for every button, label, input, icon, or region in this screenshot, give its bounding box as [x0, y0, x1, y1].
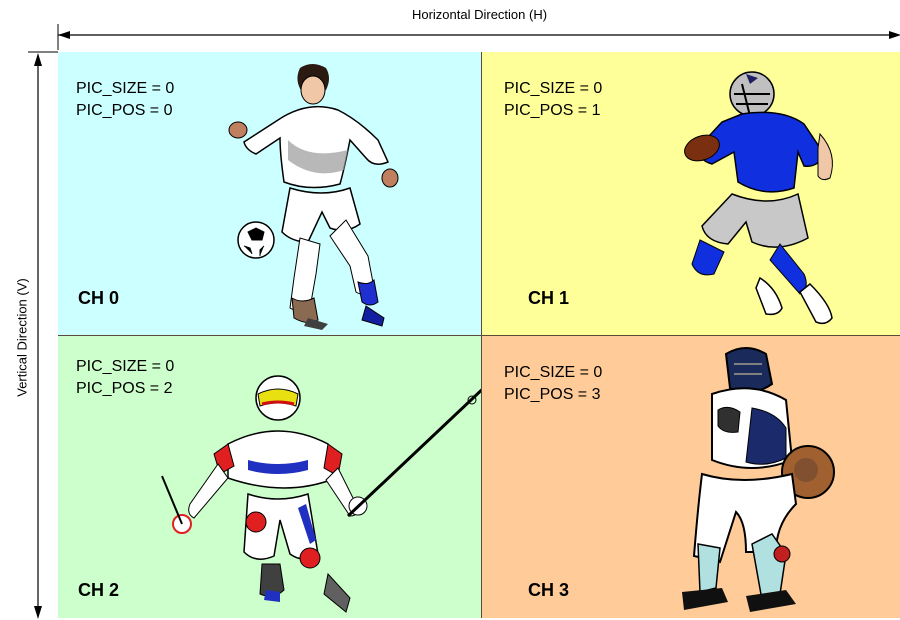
- pic-size-label: PIC_SIZE = 0: [504, 80, 603, 97]
- vertical-arrow-head-top: [34, 53, 42, 66]
- channel-panel-0: PIC_SIZE = 0 PIC_POS = 0 CH 0: [58, 52, 481, 335]
- channel-label: CH 2: [78, 580, 120, 600]
- vertical-arrow-head-bottom: [34, 606, 42, 619]
- horizontal-direction-label: Horizontal Direction (H): [411, 7, 548, 22]
- channel-label: CH 3: [528, 580, 570, 600]
- channel-panel-2: PIC_SIZE = 0 PIC_POS = 2 CH 2: [58, 336, 481, 618]
- channel-label: CH 1: [528, 288, 570, 308]
- panel-params-1: PIC_SIZE = 0 PIC_POS = 1: [504, 78, 602, 122]
- channel-panel-3: PIC_SIZE = 0 PIC_POS = 3 CH 3: [482, 336, 900, 618]
- football-player-icon: [684, 71, 833, 325]
- panel-params-2: PIC_SIZE = 0 PIC_POS = 2: [76, 356, 174, 400]
- horizontal-arrow-head-left: [58, 31, 70, 39]
- pic-pos-label: PIC_POS = 2: [76, 380, 173, 397]
- pic-size-label: PIC_SIZE = 0: [504, 364, 603, 381]
- grid-divider-horizontal: [58, 335, 900, 336]
- channel-panel-1: PIC_SIZE = 0 PIC_POS = 1 CH 1: [482, 52, 900, 335]
- skier-icon: [161, 375, 481, 613]
- channel-grid: PIC_SIZE = 0 PIC_POS = 0 CH 0: [58, 52, 900, 618]
- channel-label: CH 0: [78, 288, 120, 308]
- horizontal-arrow-head-right: [889, 31, 900, 39]
- soccer-player-icon: [228, 64, 399, 330]
- baseball-catcher-icon: [682, 347, 835, 612]
- panel-params-3: PIC_SIZE = 0 PIC_POS = 3: [504, 362, 602, 406]
- pic-size-label: PIC_SIZE = 0: [76, 80, 175, 97]
- pic-pos-label: PIC_POS = 0: [76, 102, 173, 119]
- pic-size-label: PIC_SIZE = 0: [76, 358, 175, 375]
- pic-pos-label: PIC_POS = 1: [504, 102, 601, 119]
- panel-params-0: PIC_SIZE = 0 PIC_POS = 0: [76, 78, 174, 122]
- pic-pos-label: PIC_POS = 3: [504, 386, 601, 403]
